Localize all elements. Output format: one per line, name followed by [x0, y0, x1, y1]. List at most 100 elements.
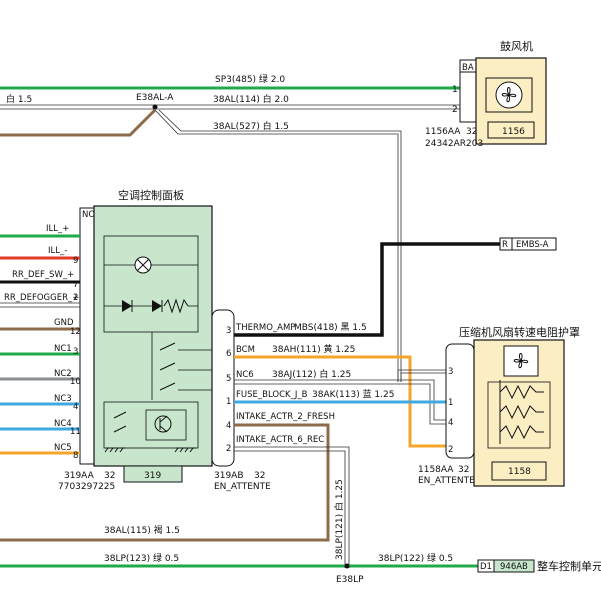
fan-icon-blades — [501, 87, 517, 103]
resistor-part-no: 1158 — [508, 467, 531, 477]
panel-title: 空调控制面板 — [118, 188, 184, 202]
wire-label-38aj112: 38AJ(112) 白 1.25 — [272, 368, 351, 380]
d1-name: 整车控制单元 — [537, 559, 601, 573]
blower-connector-label: BA — [462, 63, 474, 73]
ground-icon-1 — [104, 447, 126, 453]
d1-label: D1 — [480, 562, 492, 572]
transistor-icon — [154, 415, 172, 433]
resistor-connector-ref: EN_ATTENTE — [418, 476, 475, 486]
blower-connector-ref: 24342AR203 — [425, 139, 483, 149]
panel-switch-1 — [159, 342, 176, 351]
diode-icon-2 — [152, 300, 162, 312]
right-pin-num-0: 3 — [226, 326, 231, 336]
panel-left-connector-code: 319AA — [64, 471, 95, 481]
transistor-lead-1 — [159, 415, 168, 423]
splice-label-e38al-a: E38AL-A — [136, 93, 174, 103]
resistor-pin2: 2 — [448, 445, 453, 455]
panel-transistor-frame — [103, 401, 199, 449]
blower-pin-housing — [459, 71, 477, 123]
panel-part-no: 319 — [144, 471, 161, 481]
wire-black-mbs418 — [234, 242, 500, 337]
blower-pin2: 2 — [452, 105, 458, 115]
left-pin-num-9: 8 — [73, 451, 78, 461]
transistor-lead-2 — [159, 425, 168, 433]
wire-label-top-white: 白 1.5 — [6, 93, 32, 105]
resistor-icon-2 — [499, 404, 544, 420]
wire-label-38lp123: 38LP(123) 绿 0.5 — [104, 552, 179, 564]
right-pin-name-2: NC6 — [236, 370, 254, 380]
blower-part-box — [487, 121, 535, 139]
diode-icon — [122, 300, 132, 312]
wire-brown-from-splice — [0, 108, 157, 137]
left-pin-num-2: 7 — [73, 280, 78, 290]
d1-part: 946AB — [500, 562, 528, 572]
left-pin-num-7: 4 — [73, 402, 78, 412]
wire-white-38al527 — [154, 109, 399, 382]
left-pin-name-9: NC5 — [54, 443, 72, 453]
wire-white-38al527-end-b — [400, 372, 446, 382]
embs-name: EMBS-A — [516, 240, 549, 250]
right-pin-name-0: THERMO_AMP — [235, 323, 295, 333]
panel-switch-3 — [159, 382, 176, 391]
wire-label-sp3: SP3(485) 绿 2.0 — [215, 73, 285, 85]
splice-dot-e38al-a — [152, 104, 158, 110]
wire-white-38aj112-a — [234, 379, 446, 421]
panel-switch-2 — [159, 362, 176, 371]
blower-connector-pins: 32 — [466, 127, 477, 137]
wire-white-38al527-b — [158, 109, 402, 382]
resistor-icon-3 — [499, 424, 544, 440]
panel-body — [93, 205, 213, 467]
wire-label-38al115: 38AL(115) 褐 1.5 — [104, 525, 180, 536]
fan-icon-2 — [513, 353, 529, 369]
left-pin-num-4: 12 — [70, 327, 81, 337]
resistor-pin4: 4 — [448, 418, 453, 428]
wire-label-38al527: 38AL(527) 白 1.5 — [213, 120, 289, 132]
ground-icon-2 — [174, 447, 196, 453]
panel-right-connector-code: 319AB — [214, 471, 244, 481]
resistor-part-box — [491, 461, 547, 481]
resistor-pin3: 3 — [448, 367, 453, 377]
resistor-icon — [163, 298, 189, 314]
embs-r-label: R — [502, 240, 508, 250]
resistor-pin1: 1 — [448, 398, 453, 408]
left-pin-name-6: NC2 — [54, 369, 72, 379]
lamp-icon-cross — [136, 258, 150, 272]
panel-left-connector — [79, 207, 95, 465]
wire-label-38al114: 38AL(114) 白 2.0 — [213, 93, 289, 105]
wire-white-38lp121-b — [234, 450, 346, 568]
right-pin-name-3: FUSE_BLOCK_J_B — [236, 390, 308, 400]
left-pin-num-3: 2 — [73, 293, 78, 303]
wire-white-38aj112-b — [234, 383, 446, 425]
panel-switch-4 — [113, 411, 127, 419]
wire-brown-38al115 — [0, 423, 330, 542]
right-pin-num-1: 6 — [226, 349, 231, 359]
right-pin-num-5: 2 — [226, 444, 231, 454]
panel-part-box — [123, 465, 183, 483]
splice-label-e38lp: E38LP — [336, 575, 364, 585]
wire-label-mbs418: MBS(418) 黑 1.5 — [294, 322, 367, 333]
right-pin-name-1: BCM — [236, 345, 255, 355]
left-pin-name-8: NC4 — [54, 419, 72, 429]
panel-right-connector-pins: 32 — [254, 471, 265, 481]
panel-left-connector-pins: 32 — [104, 471, 115, 481]
right-pin-name-4: INTAKE_ACTR_2_FRESH — [236, 412, 335, 422]
panel-left-connector-ref: 7703297225 — [58, 482, 115, 492]
wire-label-38lp122: 38LP(122) 绿 0.5 — [378, 552, 453, 564]
left-pin-name-7: NC3 — [54, 394, 72, 404]
blower-connector-code: 1156AA — [425, 127, 461, 137]
wire-label-38ak113: 38AK(113) 蓝 1.25 — [312, 388, 394, 400]
splice-dot-e38lp — [344, 563, 350, 569]
right-pin-num-2: 5 — [226, 374, 231, 384]
right-pin-num-4: 4 — [226, 421, 231, 431]
left-pin-num-6: 10 — [70, 377, 81, 387]
embs-name-box — [511, 237, 557, 251]
left-pin-name-2: RR_DEF_SW_+ — [12, 270, 74, 280]
blower-pin1: 1 — [452, 85, 458, 95]
right-pin-name-5: INTAKE_ACTR_6_REC — [236, 435, 324, 445]
left-pin-name-5: NC1 — [54, 344, 72, 354]
left-pin-name-1: ILL_- — [48, 246, 67, 256]
blower-inner-frame — [485, 77, 533, 113]
resistor-title: 压缩机风扇转速电阻护罩 — [459, 325, 580, 339]
panel-inner-frame — [103, 235, 199, 333]
